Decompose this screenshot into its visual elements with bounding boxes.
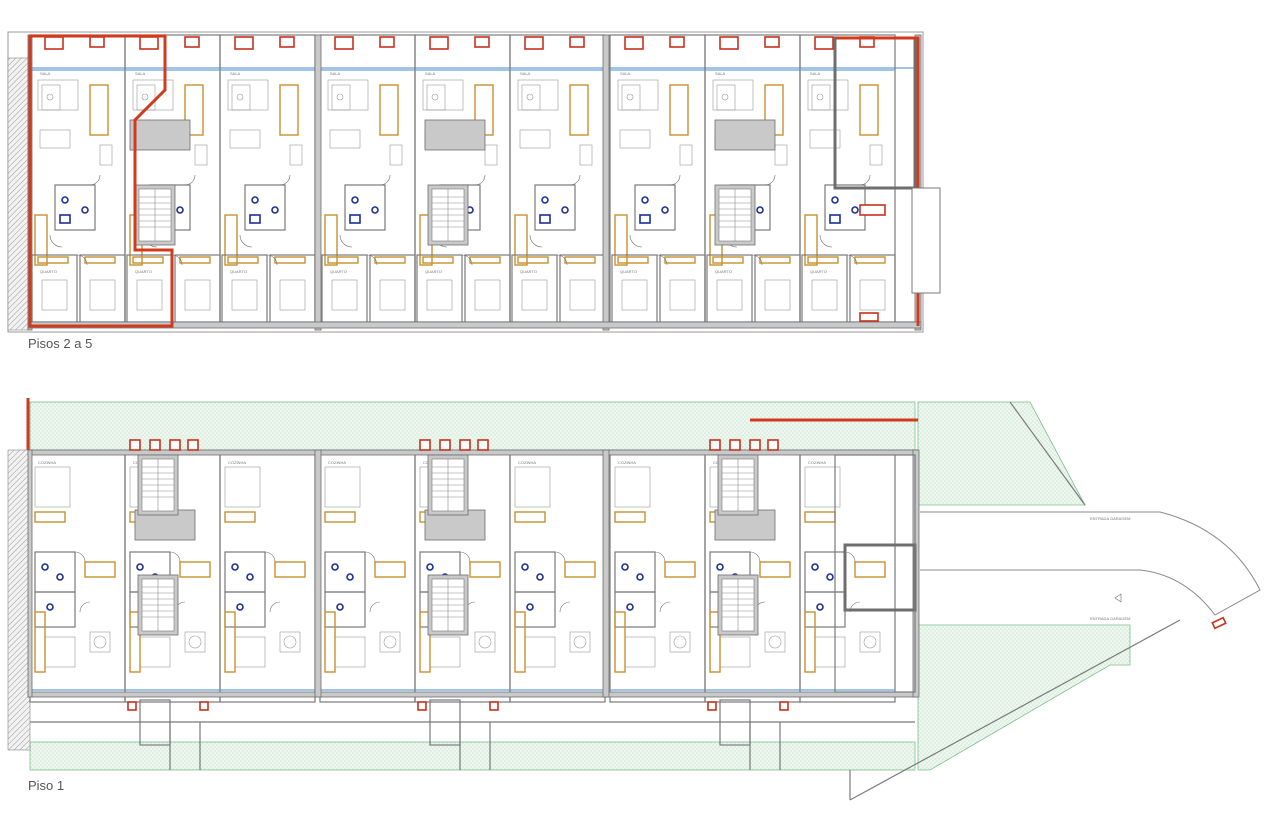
floor-label-ground: Piso 1 [28, 778, 65, 793]
ground-floor-plan: ENTRADA GARAGEM ENTRADA GARAGEM [7, 398, 1261, 801]
floor-label-upper: Pisos 2 a 5 [28, 336, 93, 351]
svg-text:ENTRADA GARAGEM: ENTRADA GARAGEM [1090, 516, 1130, 521]
upper-floor-plan [7, 31, 941, 333]
svg-text:ENTRADA GARAGEM: ENTRADA GARAGEM [1090, 616, 1130, 621]
